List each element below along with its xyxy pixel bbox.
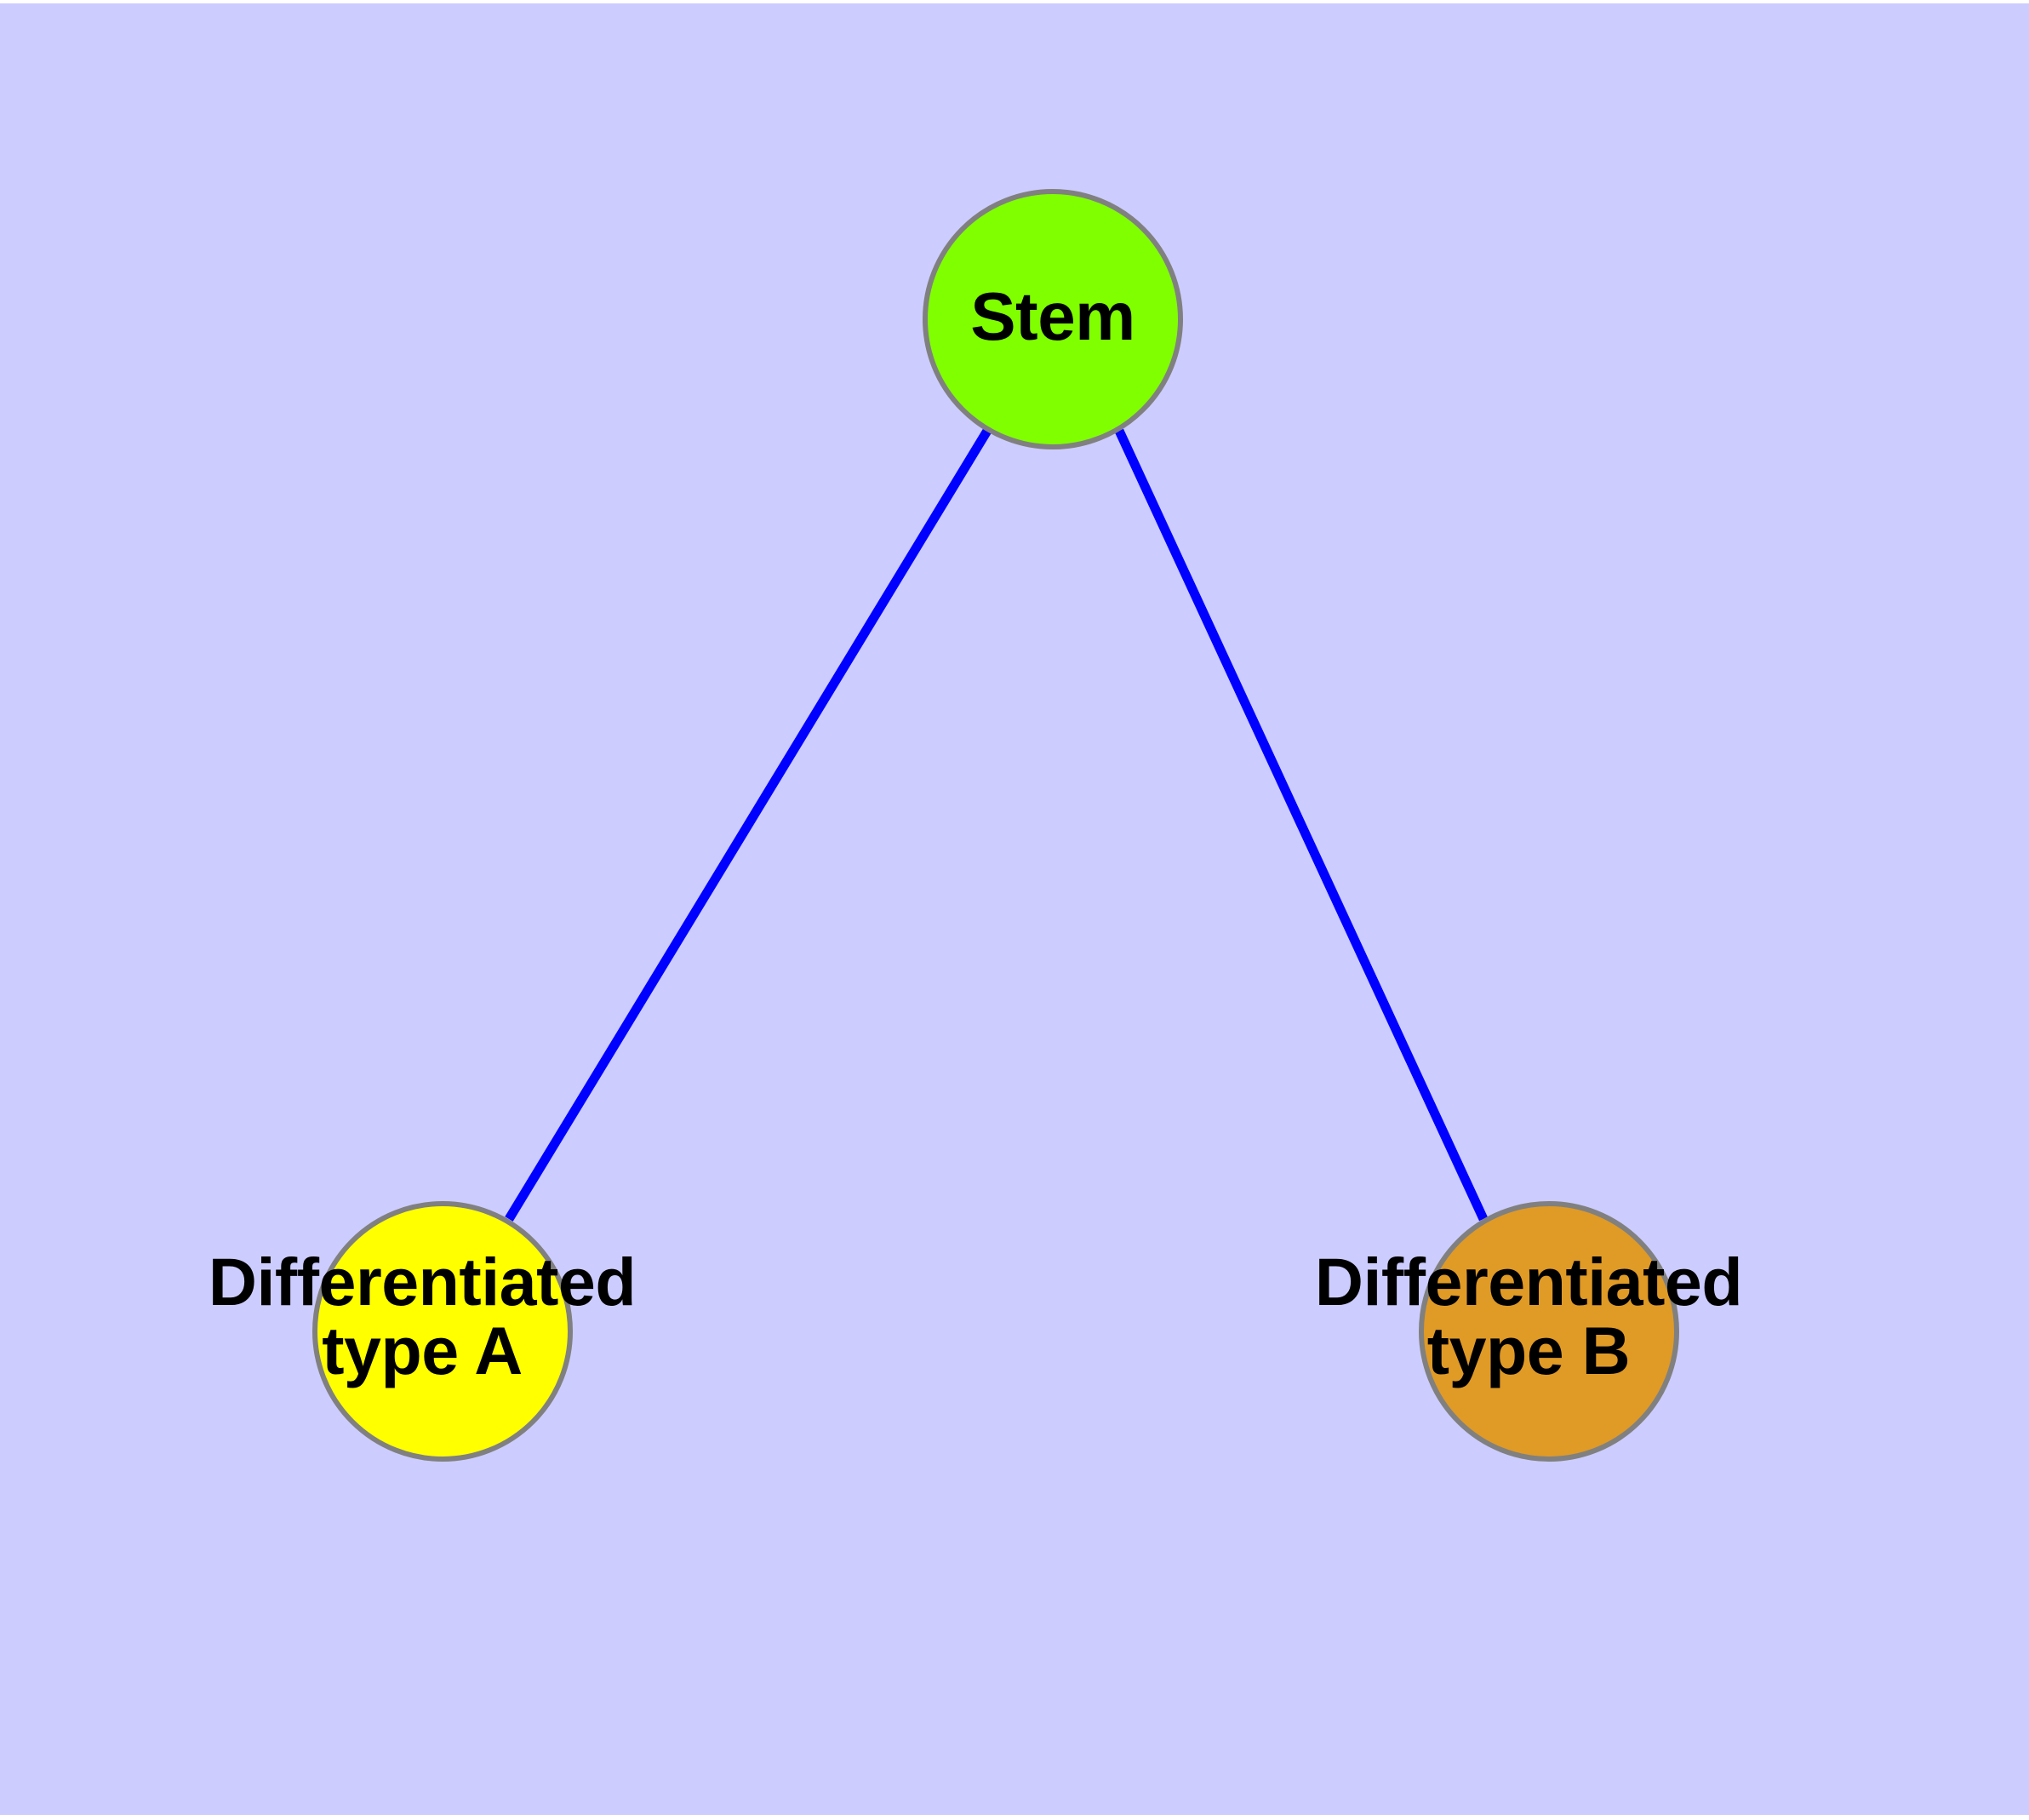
node-differentiated-type-b[interactable] (1419, 1201, 1679, 1462)
node-differentiated-type-a[interactable] (312, 1201, 573, 1462)
edge-stem-to-diff-a (505, 428, 992, 1222)
node-layer (312, 189, 1679, 1462)
edge-layer (505, 428, 1488, 1222)
edge-stem-to-diff-b (1115, 428, 1488, 1222)
node-stem[interactable] (923, 189, 1183, 449)
